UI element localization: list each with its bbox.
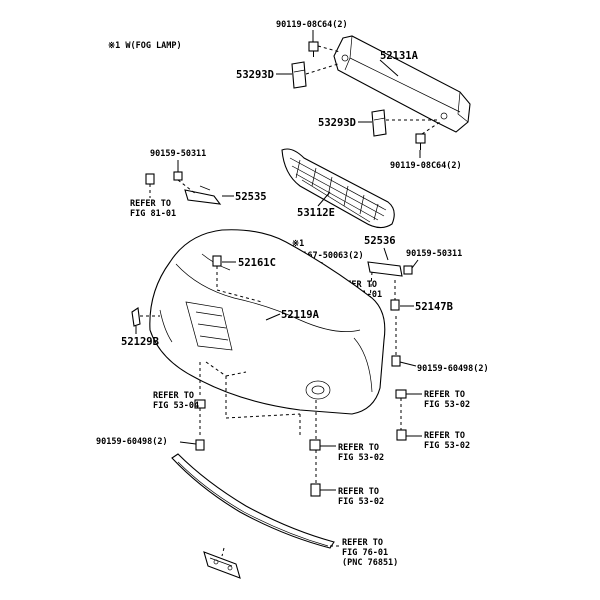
lower-molding[interactable]: [171, 453, 335, 549]
label-refer-81-a-1: REFER TO: [130, 199, 171, 209]
bottom-bracket[interactable]: [203, 551, 241, 579]
label-refer-76-1: REFER TO: [342, 538, 383, 548]
clip-90159-b[interactable]: [403, 265, 413, 275]
clip-fig-53-02-a[interactable]: [395, 389, 407, 399]
bolt-90119-top[interactable]: [308, 41, 319, 57]
bumper-reinforcement-52131A[interactable]: [333, 35, 471, 133]
label-90159-60498-right: 90159-60498(2): [417, 364, 489, 374]
clip-fig-53-02-c[interactable]: [309, 439, 321, 451]
retainer-53293D-top[interactable]: [291, 61, 307, 89]
label-90159-b: 90159-50311: [406, 249, 462, 259]
label-90159-60498-left: 90159-60498(2): [96, 437, 168, 447]
label-52535: 52535: [235, 191, 267, 203]
label-refer-53-02-a-1: REFER TO: [424, 390, 465, 400]
bolt-fig-53-02-d[interactable]: [310, 483, 321, 497]
label-refer-81-b-1: REFER TO: [336, 280, 377, 290]
label-refer-53-02-b-2: FIG 53-02: [424, 441, 470, 451]
label-refer-53-02-c-1: REFER TO: [338, 443, 379, 453]
bumper-cover-52119A[interactable]: [149, 229, 386, 415]
bracket-52536[interactable]: [367, 261, 403, 277]
label-53293D-top: 53293D: [236, 69, 274, 81]
label-refer-53-02-b-1: REFER TO: [424, 431, 465, 441]
label-refer-53-02-d-1: REFER TO: [338, 487, 379, 497]
retainer-53293D-mid[interactable]: [371, 109, 387, 137]
nut-52147B[interactable]: [390, 299, 400, 311]
label-52131A: 52131A: [380, 50, 419, 62]
nut-left-top[interactable]: [145, 173, 155, 185]
clip-fig-53-02-b[interactable]: [396, 429, 407, 441]
label-90119-top: 90119-08C64(2): [276, 20, 348, 30]
grille-53112E[interactable]: [281, 148, 395, 229]
label-note-ref: ※1: [292, 239, 304, 249]
label-refer-53-04-2: FIG 53-04: [153, 401, 199, 411]
retainer-52129B[interactable]: [131, 307, 141, 327]
fog-lamp-note: ※1 W(FOG LAMP): [108, 41, 182, 51]
label-90159-a: 90159-50311: [150, 149, 206, 159]
bolt-90119-mid[interactable]: [415, 133, 426, 150]
label-refer-76-2: FIG 76-01: [342, 548, 388, 558]
label-52119A: 52119A: [281, 309, 320, 321]
label-refer-53-04-1: REFER TO: [153, 391, 194, 401]
label-90167: 90167-50063(2): [292, 251, 364, 261]
label-90119-mid: 90119-08C64(2): [390, 161, 462, 171]
label-refer-53-02-c-2: FIG 53-02: [338, 453, 384, 463]
label-52161C: 52161C: [238, 257, 276, 269]
reinforcement-highlight: [333, 35, 471, 133]
label-52536: 52536: [364, 235, 396, 247]
label-53112E: 53112E: [297, 207, 335, 219]
clip-90159-a[interactable]: [173, 171, 183, 181]
label-52129B: 52129B: [121, 336, 159, 348]
clip-52161C[interactable]: [212, 255, 222, 267]
label-refer-76-3: (PNC 76851): [342, 558, 398, 568]
label-refer-81-a-2: FIG 81-01: [130, 209, 176, 219]
bracket-52535[interactable]: [184, 185, 222, 205]
label-52147B: 52147B: [415, 301, 453, 313]
label-53293D-mid: 53293D: [318, 117, 356, 129]
label-refer-53-02-d-2: FIG 53-02: [338, 497, 384, 507]
bolt-90159-60498-left[interactable]: [195, 439, 205, 451]
bolt-90159-60498-right[interactable]: [391, 355, 401, 367]
label-refer-53-02-a-2: FIG 53-02: [424, 400, 470, 410]
